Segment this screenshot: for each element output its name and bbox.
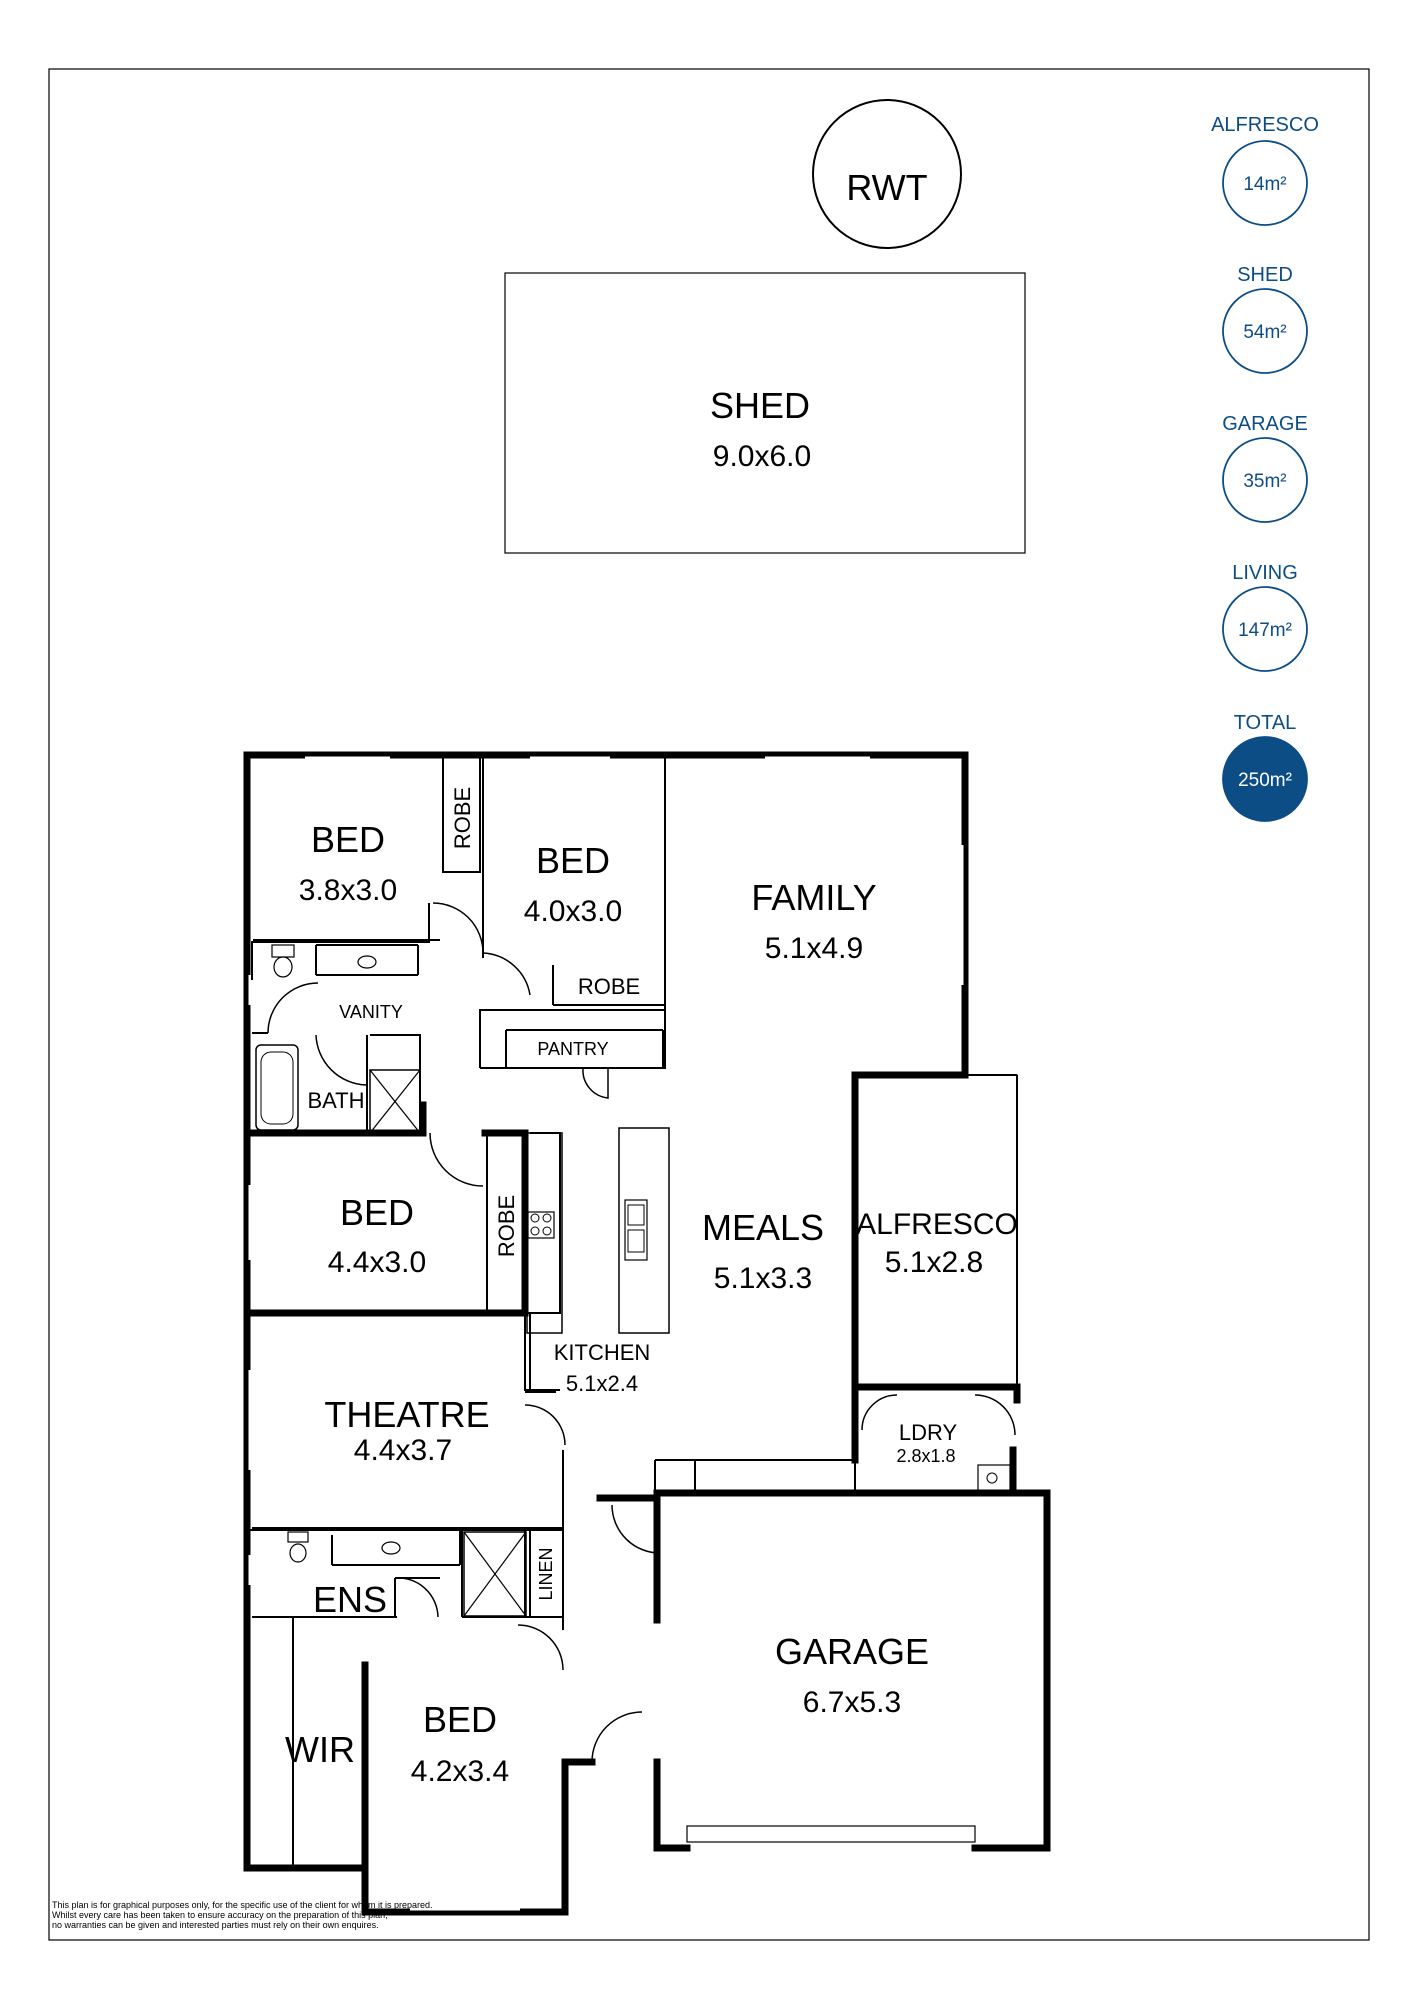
fixtures (255, 944, 1011, 1617)
pantry-label: PANTRY (537, 1039, 608, 1059)
bed2-size: 4.0x3.0 (524, 895, 622, 928)
robe3-label: ROBE (494, 1195, 519, 1257)
meals-label: MEALS (702, 1207, 824, 1248)
wir-label: WIR (285, 1729, 355, 1770)
door-swings (267, 902, 1016, 1763)
theatre-label: THEATRE (324, 1394, 489, 1435)
bed1-size: 3.8x3.0 (299, 874, 397, 907)
area-title-garage: GARAGE (1222, 413, 1308, 435)
area-value-garage: 35m² (1243, 471, 1286, 492)
meals-size: 5.1x3.3 (714, 1262, 812, 1295)
vanity-label: VANITY (339, 1002, 403, 1022)
kitchen-label: KITCHEN (554, 1340, 651, 1365)
ldry-label: LDRY (899, 1420, 958, 1445)
area-title-living: LIVING (1232, 562, 1298, 584)
bed3-size: 4.4x3.0 (328, 1246, 426, 1279)
rainwater-tank (812, 99, 962, 249)
alfresco-size: 5.1x2.8 (885, 1246, 983, 1279)
shed-size: 9.0x6.0 (713, 440, 811, 473)
linen-label: LINEN (536, 1547, 556, 1600)
disclaimer-line-3: no warranties can be given and intereste… (52, 1920, 379, 1930)
family-label: FAMILY (751, 877, 876, 918)
rwt-label: RWT (846, 167, 927, 208)
area-value-total: 250m² (1238, 770, 1292, 791)
bed4-label: BED (423, 1699, 497, 1740)
interior-walls (246, 757, 1018, 1916)
shed-label: SHED (710, 385, 810, 426)
area-title-total: TOTAL (1234, 712, 1297, 734)
disclaimer-line-2: Whilst every care has been taken to ensu… (52, 1910, 388, 1920)
bed2-label: BED (536, 840, 610, 881)
site-boundary (48, 68, 1370, 1941)
garage-label: GARAGE (775, 1631, 929, 1672)
area-value-shed: 54m² (1243, 322, 1286, 343)
robe1-label: ROBE (450, 787, 475, 849)
family-size: 5.1x4.9 (765, 932, 863, 965)
garage-size: 6.7x5.3 (803, 1686, 901, 1719)
area-legend: ALFRESCO 14m² SHED 54m² GARAGE 35m² LIVI… (1211, 114, 1319, 822)
bath-label: BATH (307, 1088, 364, 1113)
shed-outline (504, 272, 1026, 554)
alfresco-label: ALFRESCO (856, 1208, 1018, 1241)
kitchen-size: 5.1x2.4 (566, 1371, 638, 1396)
bed3-label: BED (340, 1192, 414, 1233)
area-title-alfresco: ALFRESCO (1211, 114, 1319, 136)
windows (248, 756, 976, 1911)
disclaimer-line-1: This plan is for graphical purposes only… (52, 1900, 433, 1910)
bed1-label: BED (311, 819, 385, 860)
bed4-size: 4.2x3.4 (411, 1755, 509, 1788)
theatre-size: 4.4x3.7 (354, 1434, 452, 1467)
ldry-size: 2.8x1.8 (896, 1446, 955, 1466)
area-value-alfresco: 14m² (1243, 174, 1286, 195)
ens-label: ENS (313, 1579, 387, 1620)
area-title-shed: SHED (1237, 264, 1293, 286)
robe2-label: ROBE (578, 974, 640, 999)
area-value-living: 147m² (1238, 620, 1292, 641)
